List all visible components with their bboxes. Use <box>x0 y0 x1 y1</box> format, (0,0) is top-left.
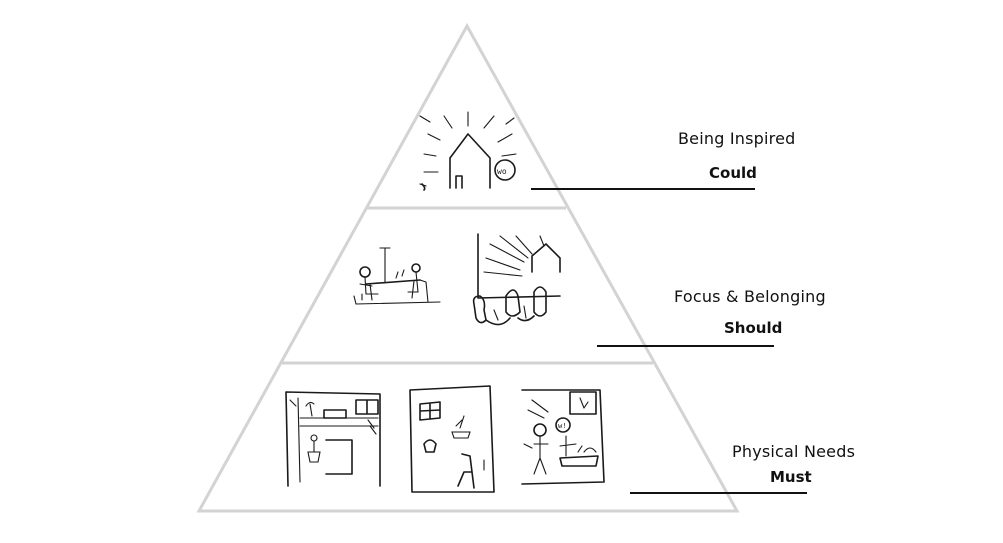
level-priority-should: Should <box>724 319 783 337</box>
level-title-inspired: Being Inspired <box>678 129 796 148</box>
level-priority-must: Must <box>770 468 812 486</box>
priority-rule-should <box>597 345 774 347</box>
sketch-focus-group <box>472 233 561 326</box>
sketch-physical-door <box>409 385 495 493</box>
sketch-chat-text: w! <box>558 422 566 430</box>
pyramid-outline <box>196 22 740 513</box>
level-title-focus: Focus & Belonging <box>674 287 826 306</box>
sketch-inspired-house: wo <box>419 111 517 191</box>
priority-rule-could <box>531 188 755 190</box>
level-title-physical: Physical Needs <box>732 442 856 461</box>
sketch-bubble-text: wo <box>497 167 507 176</box>
priority-rule-must <box>630 492 807 494</box>
level-priority-could: Could <box>709 164 757 182</box>
sketch-physical-desk <box>285 391 381 487</box>
sketch-focus-table <box>353 247 441 305</box>
sketch-physical-chat: w! <box>521 389 605 485</box>
